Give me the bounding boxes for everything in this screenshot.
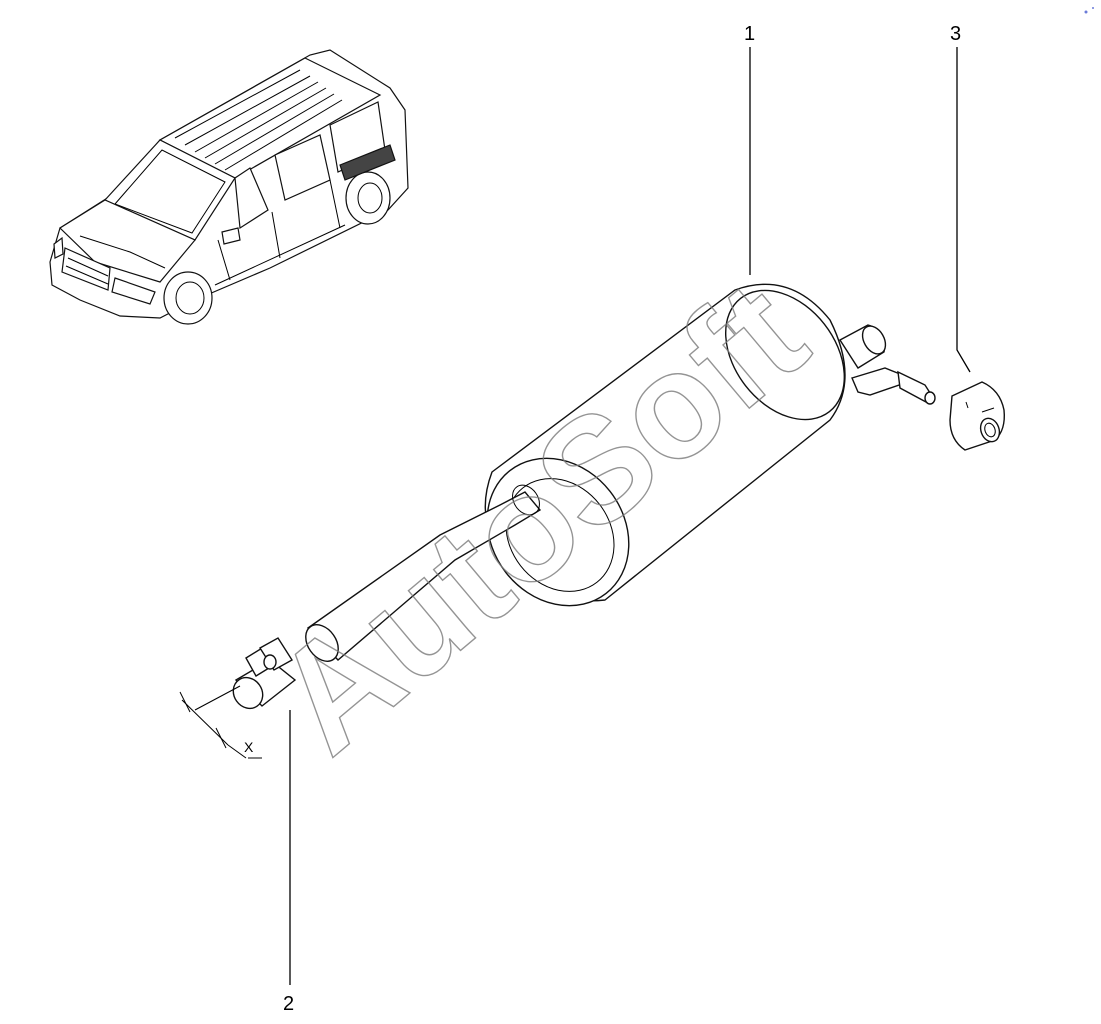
rubber-mount: [949, 381, 1005, 451]
dimension-x-label: X: [244, 739, 254, 755]
vehicle-locator-illustration: [49, 49, 409, 325]
pipe-clamp: [232, 637, 297, 710]
stray-mark: [1084, 10, 1088, 14]
stray-mark: [1092, 7, 1094, 9]
callout-part-1: 1: [744, 23, 755, 45]
inlet-pipe: [305, 484, 542, 662]
watermark-text: AutoSoft: [243, 249, 836, 785]
callout-part-3: 3: [950, 23, 961, 45]
leader-line-part-3: [956, 47, 971, 373]
callout-part-2: 2: [283, 993, 294, 1015]
dimension-x-marker: [179, 685, 262, 759]
rear-muffler: [484, 283, 936, 607]
